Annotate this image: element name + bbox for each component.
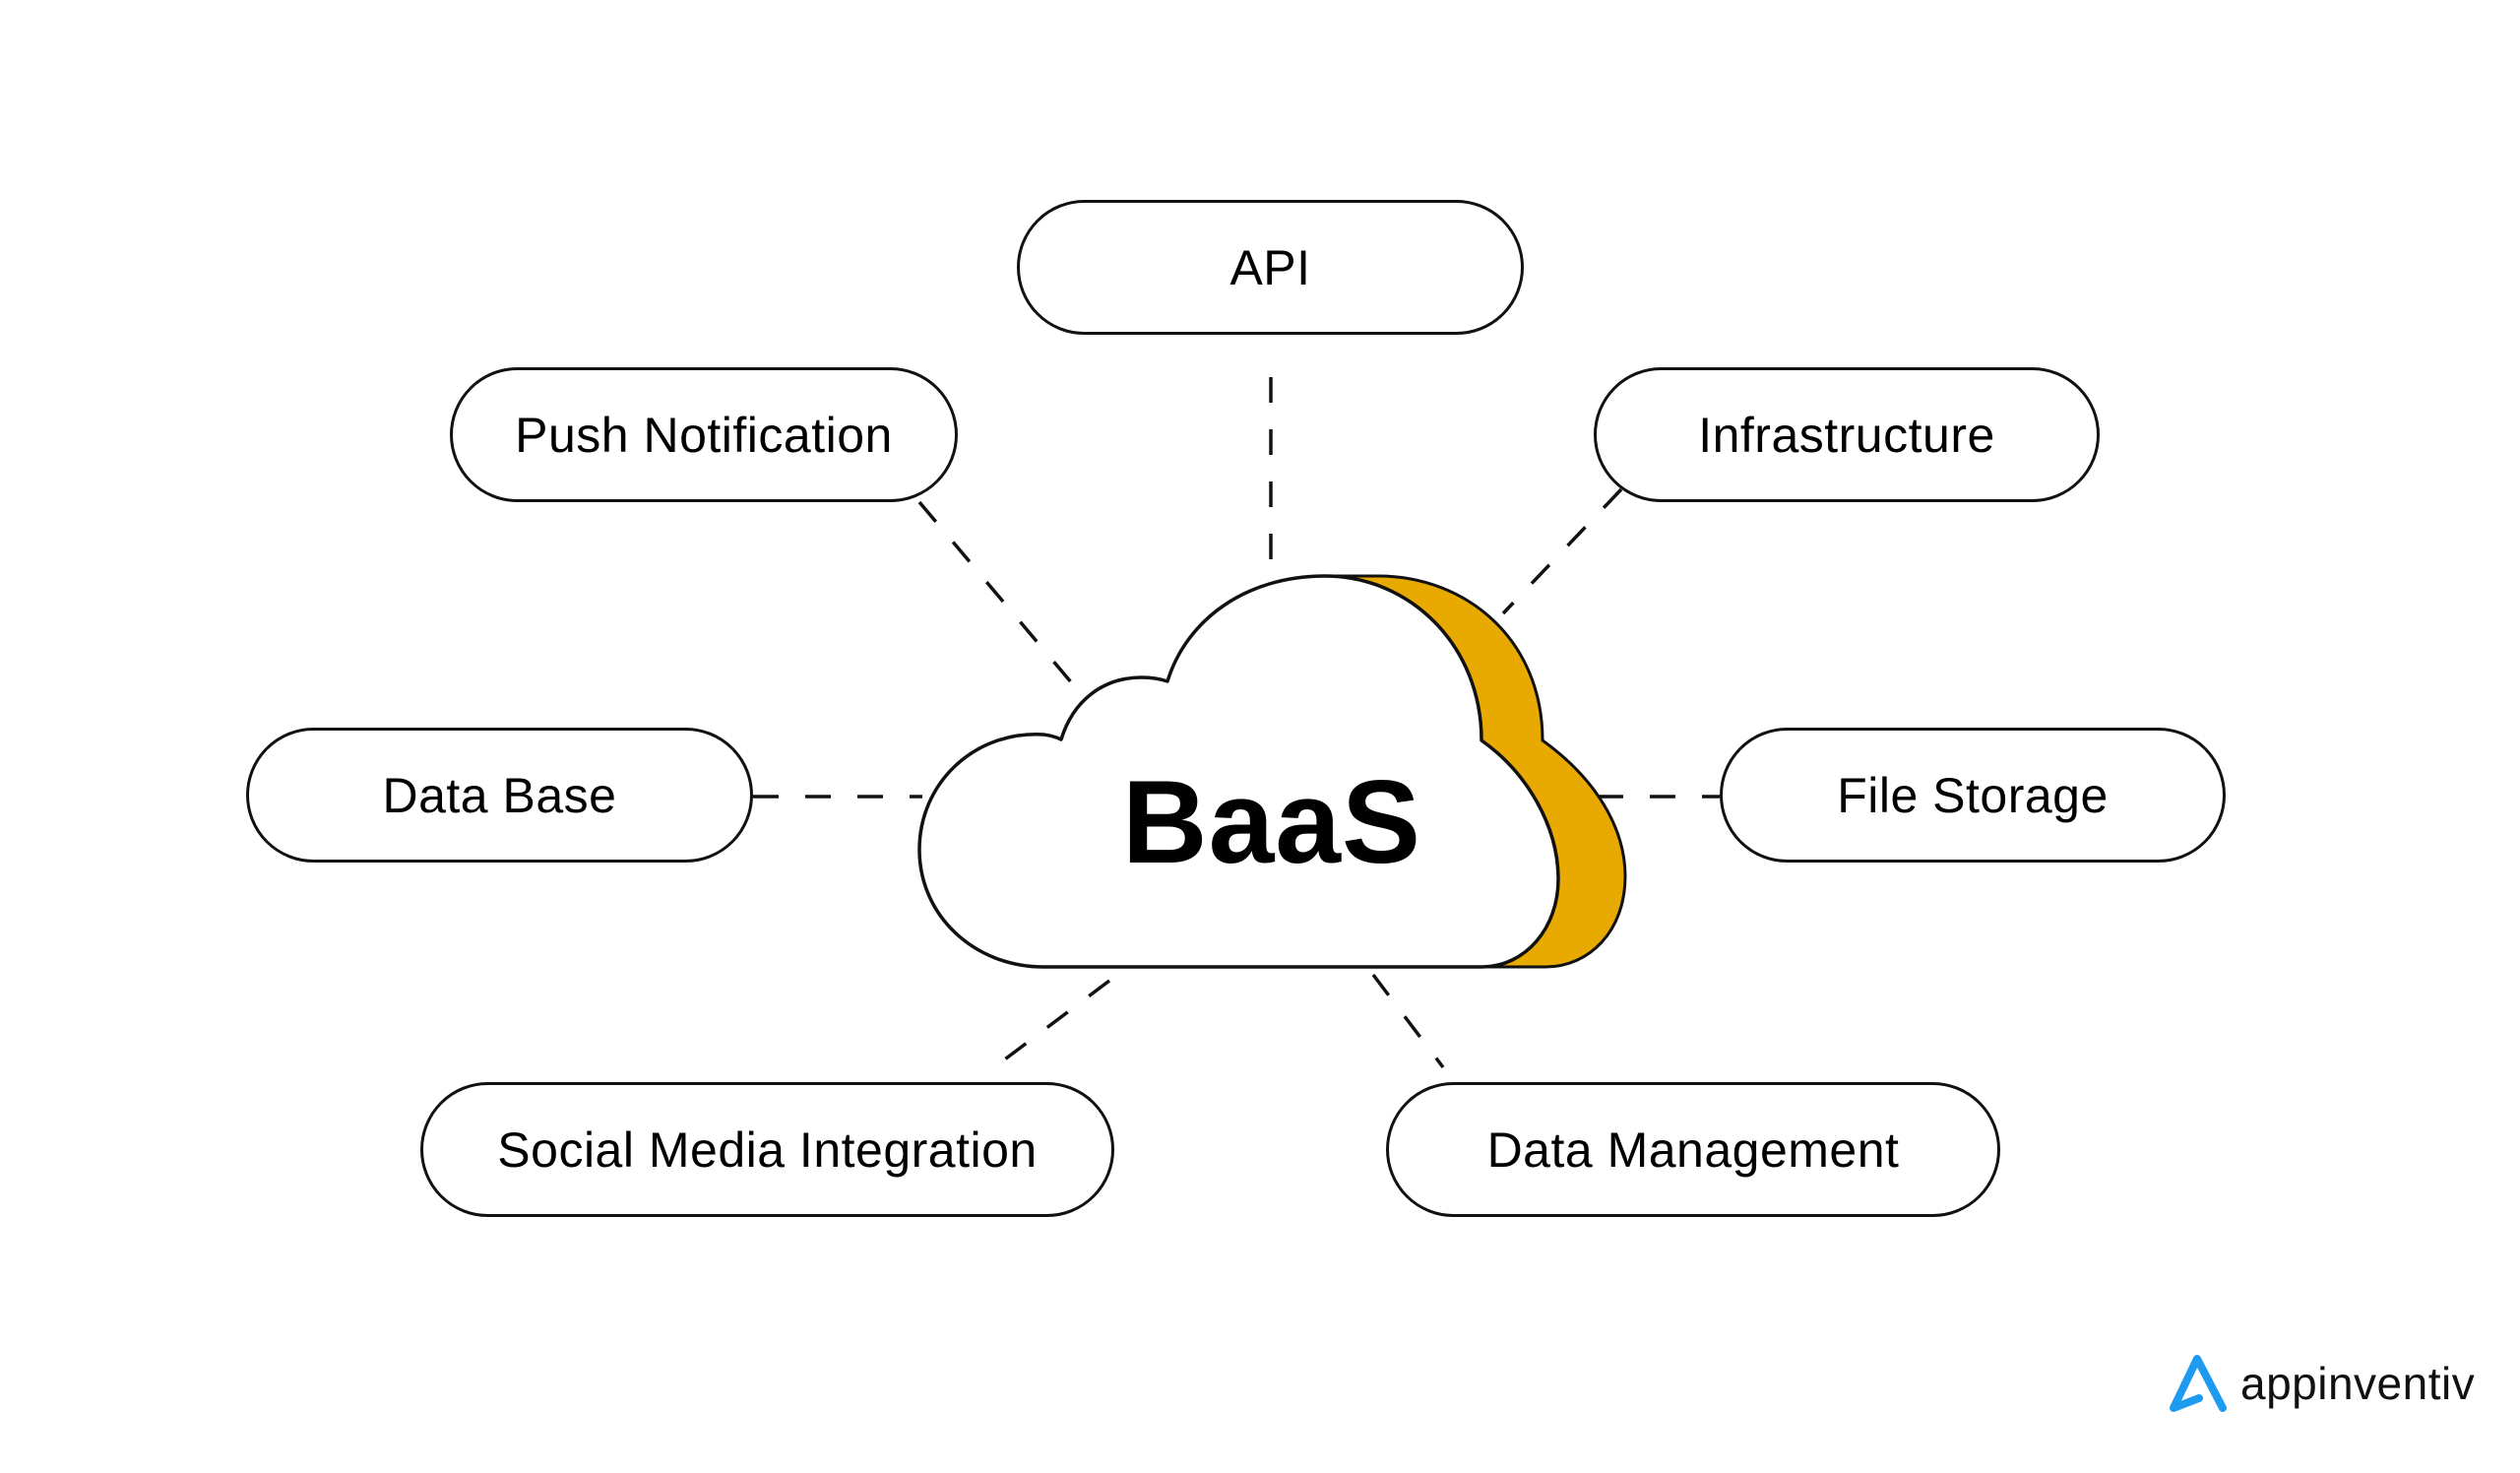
node-infrastructure: Infrastructure: [1594, 367, 2100, 502]
node-label: Data Management: [1486, 1121, 1900, 1178]
cloud-shape: [917, 574, 1560, 969]
node-data-base: Data Base: [246, 728, 753, 863]
connector-social-media: [992, 979, 1111, 1069]
node-social-media-integration: Social Media Integration: [420, 1082, 1114, 1217]
node-label: API: [1229, 239, 1311, 295]
node-label: Infrastructure: [1698, 407, 1995, 463]
node-label: Data Base: [382, 767, 617, 823]
node-label: Social Media Integration: [497, 1121, 1038, 1178]
node-label: File Storage: [1837, 767, 2109, 823]
node-label: Push Notification: [515, 407, 893, 463]
connector-infrastructure: [1501, 487, 1623, 615]
appinventiv-logo-icon: [2170, 1355, 2227, 1412]
brand-name: appinventiv: [2240, 1358, 2476, 1409]
node-push-notification: Push Notification: [450, 367, 958, 502]
connector-push-notification: [917, 500, 1090, 704]
node-data-management: Data Management: [1386, 1082, 2000, 1217]
brand-logo: appinventiv: [2166, 1351, 2475, 1416]
node-api: API: [1017, 200, 1524, 335]
connector-data-management: [1371, 973, 1445, 1069]
center-label-baas: BaaS: [1121, 756, 1422, 888]
node-file-storage: File Storage: [1720, 728, 2226, 863]
